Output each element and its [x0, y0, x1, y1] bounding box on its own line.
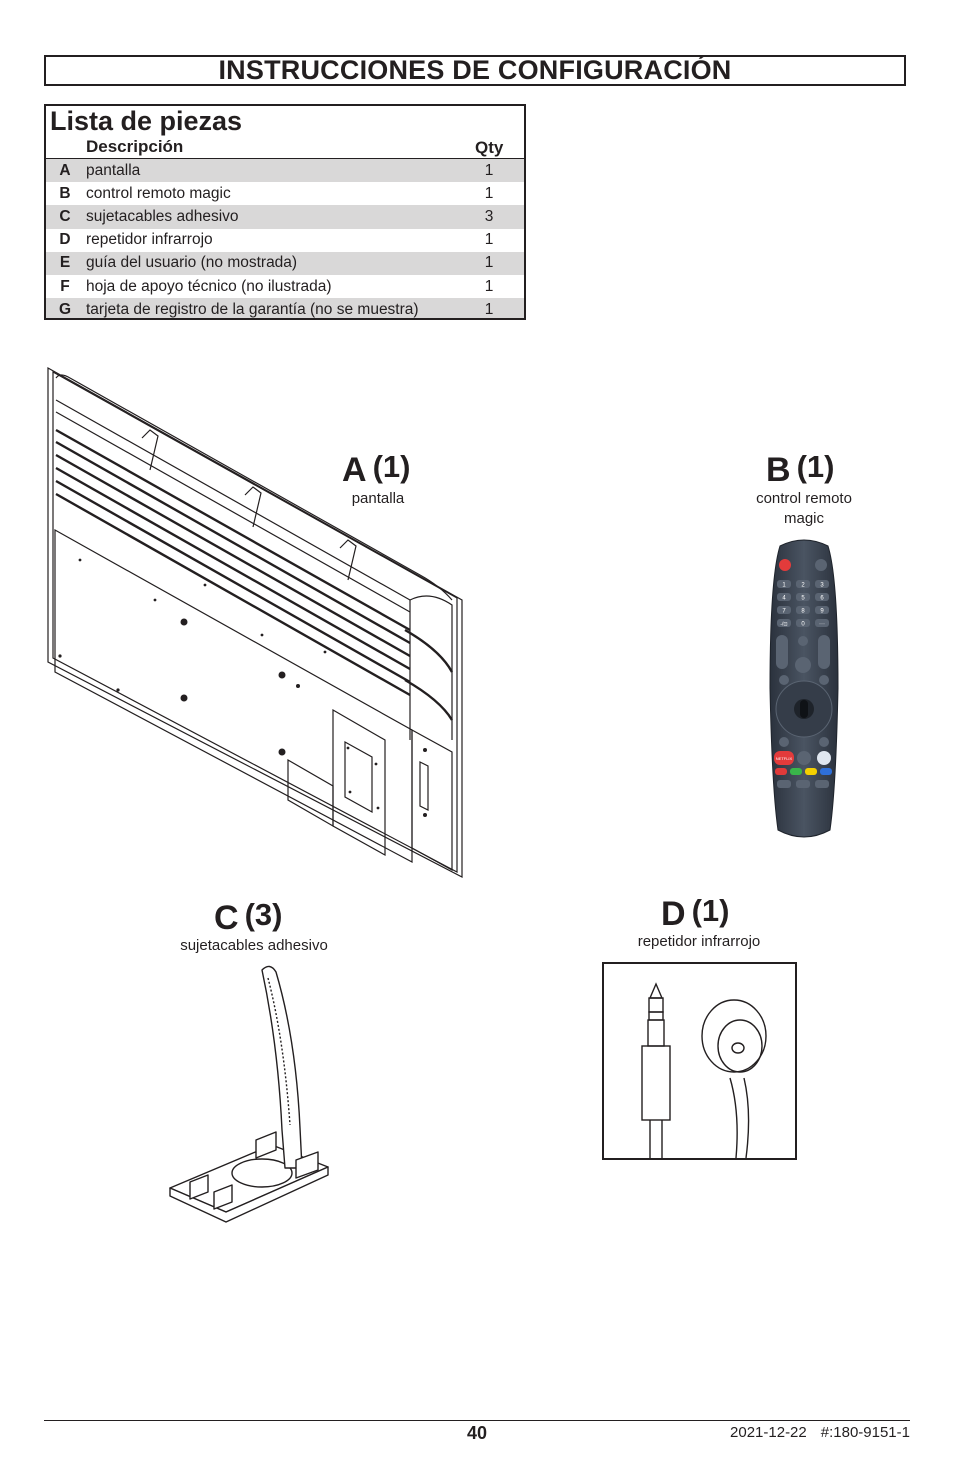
- row-qty: 1: [484, 254, 494, 272]
- row-description: sujetacables adhesivo: [86, 207, 239, 225]
- table-row: E guía del usuario (no mostrada) 1: [46, 251, 524, 275]
- row-letter: B: [59, 184, 71, 202]
- figure-d-label: D(1): [661, 895, 729, 933]
- document-info: 2021-12-22 #:180-9151-1: [730, 1424, 910, 1441]
- row-letter: A: [59, 161, 71, 179]
- figure-b-caption: control remoto magic: [734, 489, 874, 529]
- parts-list-table: Lista de piezas Descripción Qty A pantal…: [44, 104, 526, 320]
- document-number: #:180-9151-1: [820, 1424, 910, 1441]
- row-qty: 1: [484, 184, 494, 202]
- row-qty: 1: [484, 161, 494, 179]
- figure-a-caption: pantalla: [351, 490, 405, 507]
- row-qty: 1: [484, 300, 494, 318]
- row-description: control remoto magic: [86, 184, 231, 202]
- table-row: F hoja de apoyo técnico (no ilustrada) 1: [46, 275, 524, 298]
- row-qty: 1: [484, 277, 494, 295]
- remote-key: 4: [782, 596, 786, 602]
- row-letter: D: [59, 231, 71, 249]
- row-qty: 1: [484, 231, 494, 249]
- figure-b-count: (1): [796, 449, 835, 484]
- figure-a-count: (1): [372, 449, 411, 484]
- table-row: B control remoto magic 1: [46, 182, 524, 205]
- remote-key: 1: [782, 583, 786, 589]
- column-header-description: Descripción: [86, 137, 184, 156]
- header-divider: [46, 158, 524, 159]
- document-date: 2021-12-22: [730, 1424, 807, 1441]
- figure-d-count: (1): [691, 893, 730, 928]
- column-header-qty: Qty: [475, 138, 504, 157]
- row-qty: 3: [484, 207, 494, 225]
- table-row: D repetidor infrarrojo 1: [46, 229, 524, 252]
- remote-key: 5: [801, 596, 805, 602]
- table-row: A pantalla 1: [46, 159, 524, 183]
- table-row: G tarjeta de registro de la garantía (no…: [46, 298, 524, 318]
- parts-list-heading: Lista de piezas: [50, 106, 243, 136]
- figure-d-letter: D: [661, 895, 686, 933]
- remote-key: ···: [819, 622, 825, 628]
- figure-b-letter: B: [766, 451, 791, 489]
- footer-divider: [44, 1420, 910, 1421]
- row-letter: C: [59, 207, 71, 225]
- table-row: C sujetacables adhesivo 3: [46, 205, 524, 229]
- parts-rows: A pantalla 1 B control remoto magic 1 C …: [46, 159, 524, 318]
- figure-b-caption-line1: control remoto: [756, 490, 852, 507]
- figure-a-label: A(1): [342, 451, 410, 489]
- row-description: hoja de apoyo técnico (no ilustrada): [86, 277, 332, 295]
- figure-b-label: B(1): [766, 451, 834, 489]
- remote-key: -/⊡: [780, 622, 787, 628]
- remote-key: 3: [820, 583, 824, 589]
- figure-b-caption-line2: magic: [783, 510, 824, 527]
- row-description: tarjeta de registro de la garantía (no s…: [86, 300, 419, 318]
- remote-key: 0: [801, 622, 805, 628]
- magic-remote-illustration: 1 2 3 4 5 6 7 8 9 -/⊡ 0 ··· NETFLIX: [769, 539, 839, 838]
- row-description: guía del usuario (no mostrada): [86, 254, 298, 272]
- remote-key: 2: [801, 583, 805, 589]
- page-title: INSTRUCCIONES DE CONFIGURACIÓN: [218, 55, 732, 85]
- remote-key: 9: [820, 609, 824, 615]
- remote-key: 6: [820, 596, 824, 602]
- figure-a-letter: A: [342, 451, 367, 489]
- remote-key: 8: [801, 609, 805, 615]
- page-number: 40: [466, 1423, 488, 1443]
- figure-c-label: C(3): [214, 899, 282, 937]
- remote-key: 7: [782, 609, 786, 615]
- row-letter: G: [58, 300, 72, 318]
- page-title-box: INSTRUCCIONES DE CONFIGURACIÓN: [44, 55, 906, 86]
- figure-c-count: (3): [244, 897, 283, 932]
- row-letter: F: [60, 277, 70, 295]
- row-description: repetidor infrarrojo: [86, 231, 213, 249]
- figure-c-letter: C: [214, 899, 239, 937]
- figure-d-caption: repetidor infrarrojo: [637, 933, 761, 950]
- netflix-button-label: NETFLIX: [776, 756, 793, 761]
- figure-c-caption: sujetacables adhesivo: [180, 937, 328, 954]
- ir-repeater-illustration: [602, 962, 797, 1160]
- row-letter: E: [59, 254, 71, 272]
- row-description: pantalla: [86, 161, 141, 179]
